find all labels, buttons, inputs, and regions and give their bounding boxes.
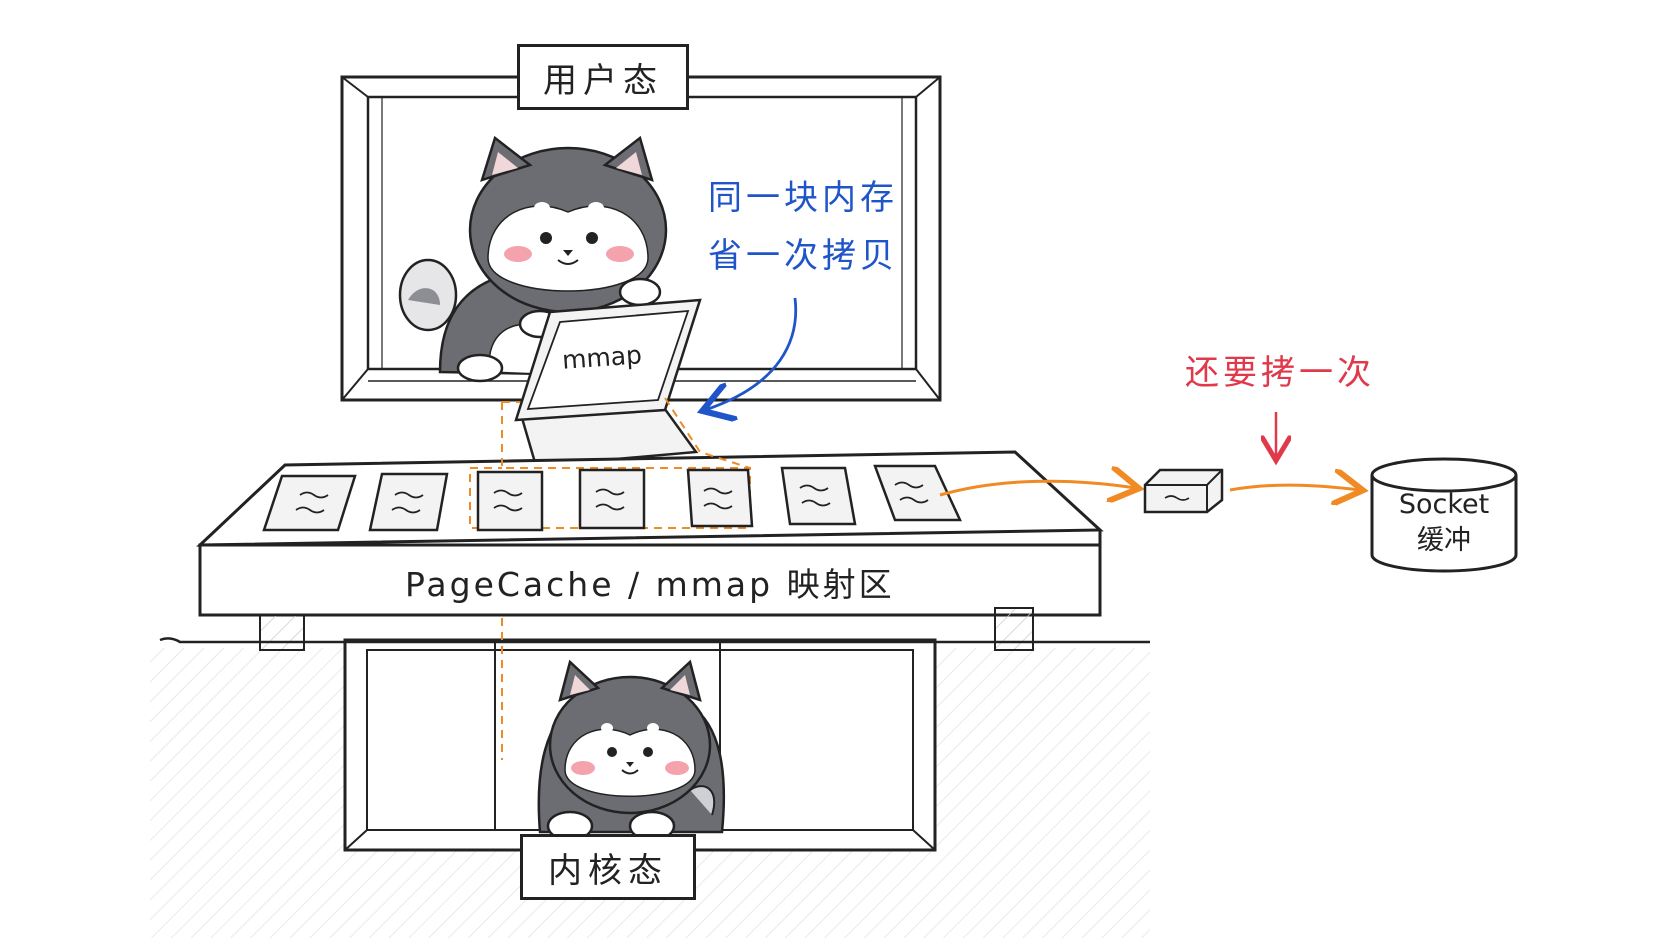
socket-label-line2: 缓冲	[1417, 525, 1471, 556]
user-mode-label: 用户态	[517, 44, 689, 110]
copy-arrow-to-socket	[1229, 485, 1360, 490]
shelf-label: PageCache / mmap 映射区	[405, 565, 895, 604]
kernel-mode-label: 内核态	[520, 834, 696, 900]
socket-label-line1: Socket	[1398, 489, 1490, 520]
husky-kernel-icon	[537, 659, 726, 842]
laptop-icon	[514, 298, 702, 468]
husky-user-icon	[398, 135, 668, 383]
blue-note-line2: 省一次拷贝	[708, 236, 898, 276]
copy-arrow-to-packet	[939, 481, 1136, 495]
packet-box-icon	[1143, 468, 1224, 514]
blue-note-arrow	[705, 297, 798, 410]
socket-cylinder-icon	[1370, 457, 1518, 573]
red-note: 还要拷一次	[1185, 353, 1375, 393]
blue-note-line1: 同一块内存	[708, 178, 898, 218]
laptop-label: mmap	[561, 340, 643, 375]
ground-line	[159, 637, 1150, 644]
page-card-icon	[262, 464, 962, 532]
